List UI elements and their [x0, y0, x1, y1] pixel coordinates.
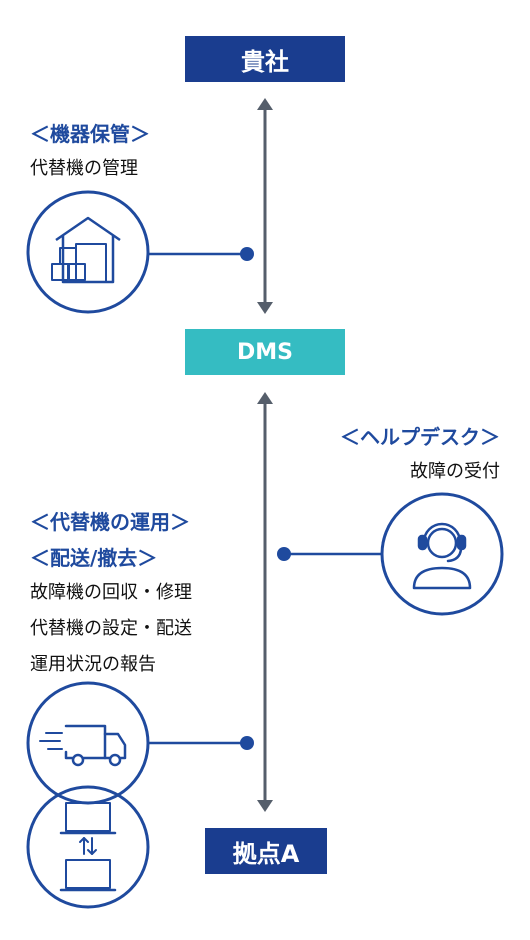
warehouse-icon — [26, 190, 150, 314]
connector-delivery — [148, 736, 254, 750]
delivery-truck-icon — [26, 681, 150, 805]
node-dms: DMS — [185, 329, 345, 375]
arrow-dms-to-site — [257, 392, 273, 812]
headset-operator-icon — [380, 492, 504, 616]
operations-heading-2: ＜配送/撤去＞ — [30, 546, 158, 570]
storage-line1: 代替機の管理 — [30, 158, 138, 179]
operations-heading-1: ＜代替機の運用＞ — [30, 510, 190, 534]
helpdesk-heading: ＜ヘルプデスク＞ — [340, 425, 500, 449]
connector-helpdesk — [277, 547, 382, 561]
storage-heading: ＜機器保管＞ — [30, 122, 150, 146]
arrow-top-to-dms — [257, 98, 273, 314]
node-site-label: 拠点A — [232, 839, 300, 868]
node-site: 拠点A — [205, 828, 327, 874]
helpdesk-line1: 故障の受付 — [410, 461, 500, 482]
laptop-exchange-icon — [26, 785, 150, 909]
operations-line3: 運用状況の報告 — [30, 654, 156, 675]
node-company: 貴社 — [185, 36, 345, 82]
operations-line2: 代替機の設定・配送 — [30, 618, 192, 639]
operations-line1: 故障機の回収・修理 — [30, 582, 192, 603]
node-dms-label: DMS — [237, 339, 293, 365]
connector-storage — [148, 247, 254, 261]
node-company-label: 貴社 — [241, 47, 289, 76]
